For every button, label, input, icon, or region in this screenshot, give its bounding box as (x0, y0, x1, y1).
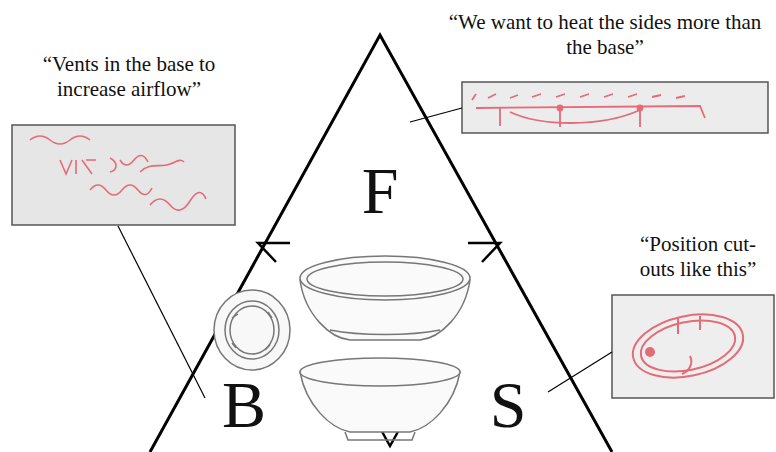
callout-quote: “We want to heat the sides more than the… (440, 10, 770, 60)
bowl-top (300, 256, 470, 340)
region-letter: S (476, 372, 540, 438)
callout-quote: “Vents in the base to increase airflow” (18, 52, 240, 102)
ring-base (214, 290, 290, 370)
inner-arrows (258, 243, 500, 446)
whiteboard-photo (12, 125, 235, 225)
callout-quote: “Position cut-outs like this” (624, 232, 772, 282)
whiteboard-photo (462, 82, 768, 133)
leader-line (548, 352, 612, 392)
region-letter: F (350, 158, 410, 224)
region-letter: B (212, 372, 276, 438)
leader-line (118, 226, 205, 398)
whiteboard-photo (612, 295, 774, 398)
leader-line (410, 108, 462, 122)
bowl-bottom (300, 358, 460, 440)
